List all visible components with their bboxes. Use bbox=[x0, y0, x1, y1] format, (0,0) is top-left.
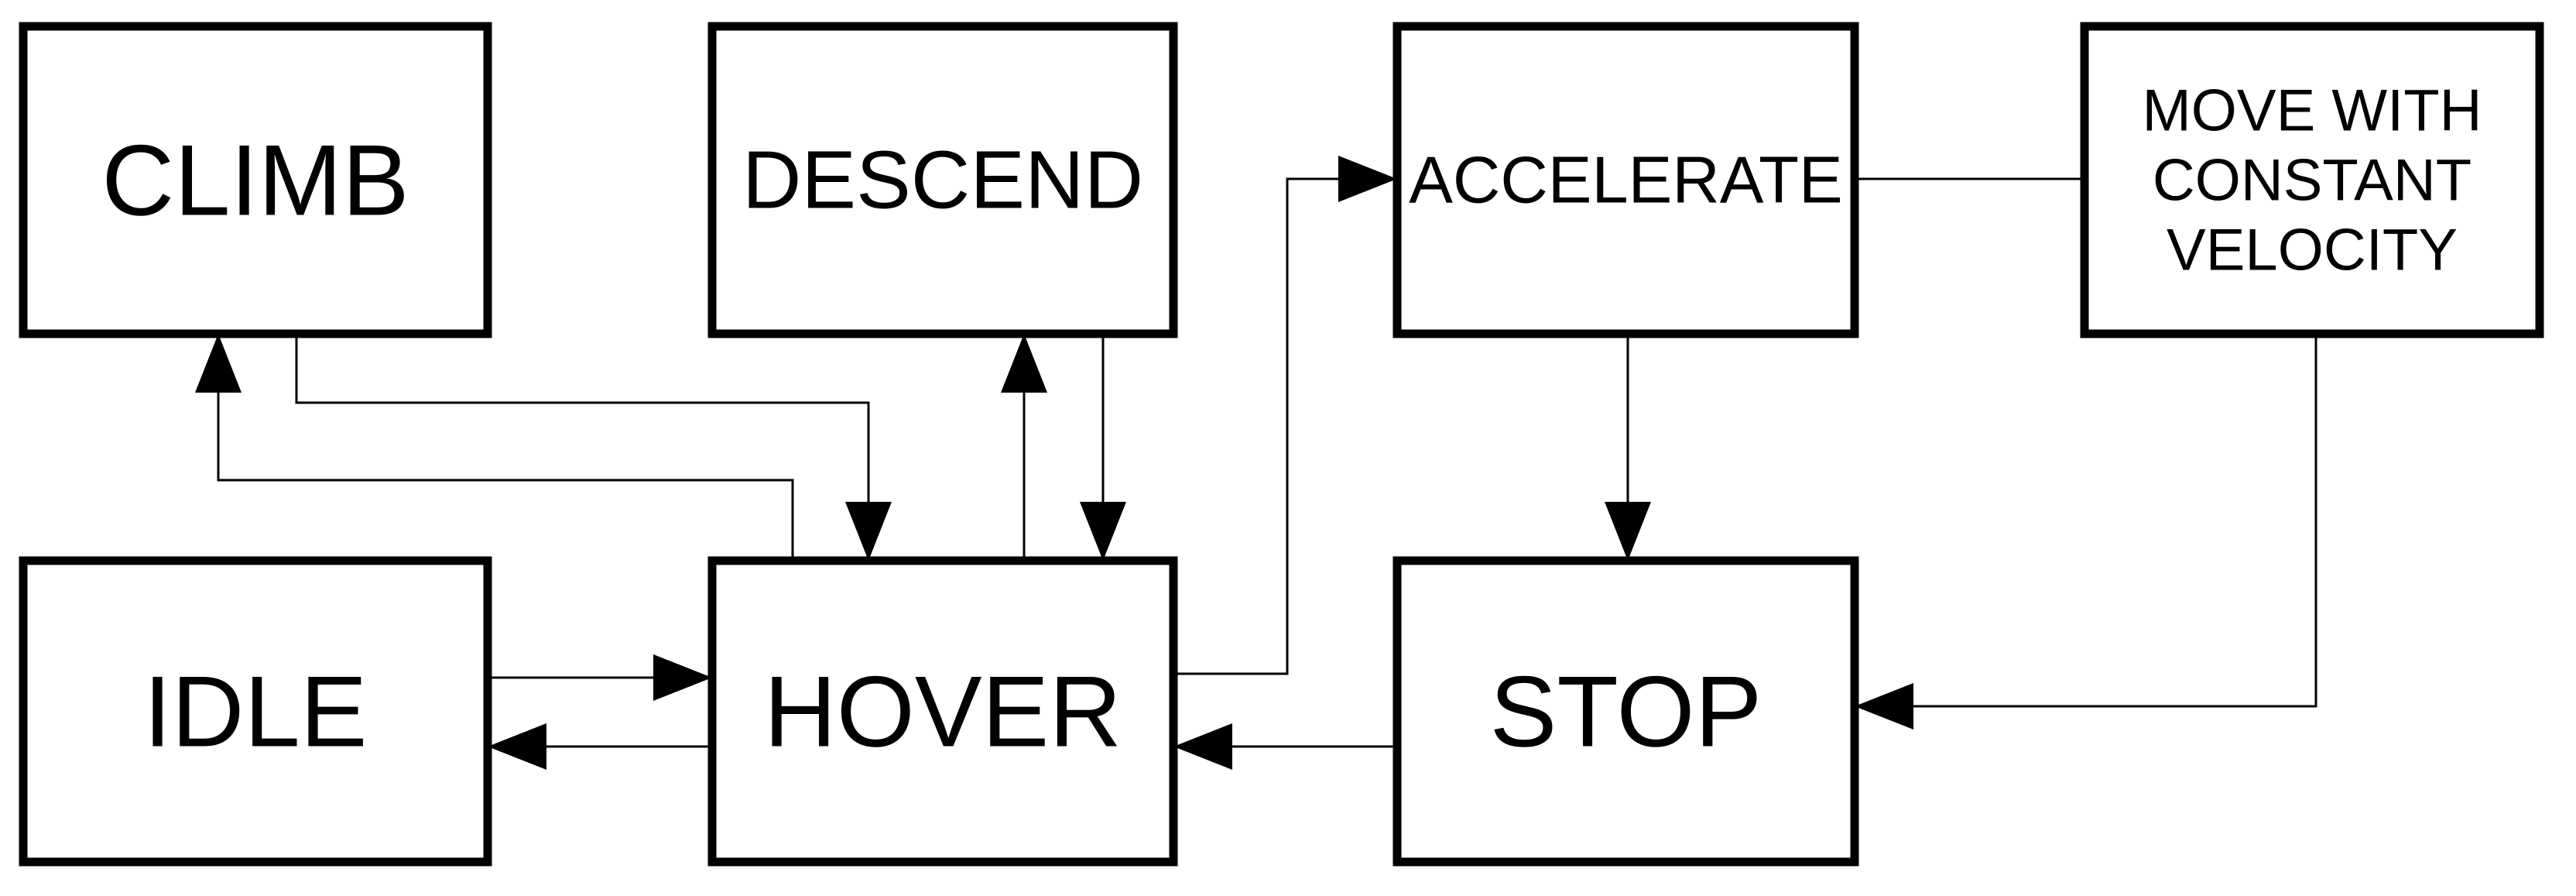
node-stop: STOP bbox=[1392, 556, 1859, 867]
node-move-with-constant-velocity-box bbox=[2080, 22, 2544, 338]
node-accelerate-label: ACCELERATE bbox=[1409, 143, 1843, 217]
node-descend: DESCEND bbox=[707, 22, 1178, 338]
node-climb: CLIMB bbox=[19, 22, 492, 338]
node-idle-box bbox=[19, 556, 492, 867]
node-idle-label: IDLE bbox=[143, 655, 367, 768]
edge-move-with-constant-velocity-to-stop-arrowhead-icon bbox=[1855, 683, 1913, 730]
node-hover-box bbox=[707, 556, 1178, 867]
node-accelerate: ACCELERATE bbox=[1392, 22, 1859, 338]
node-stop-label: STOP bbox=[1490, 655, 1762, 768]
node-climb-label: CLIMB bbox=[101, 124, 409, 237]
node-climb-box bbox=[19, 22, 492, 338]
edge-climb-to-hover-line bbox=[295, 334, 870, 506]
edge-move-with-constant-velocity-to-stop-line bbox=[1909, 334, 2317, 708]
edge-hover-to-accelerate-arrowhead-icon bbox=[1338, 156, 1397, 202]
node-hover-label: HOVER bbox=[764, 655, 1122, 768]
edge-hover-to-descend-arrowhead-icon bbox=[1001, 334, 1047, 393]
edge-climb-to-hover-arrowhead-icon bbox=[845, 502, 892, 561]
edge-accelerate-to-stop-arrowhead-icon bbox=[1605, 502, 1651, 561]
node-idle: IDLE bbox=[19, 556, 492, 867]
edge-hover-to-accelerate-line bbox=[1173, 177, 1343, 675]
edge-descend-to-hover-arrowhead-icon bbox=[1080, 502, 1126, 561]
node-hover: HOVER bbox=[707, 556, 1178, 867]
edge-hover-to-climb-arrowhead-icon bbox=[195, 334, 242, 393]
node-stop-box bbox=[1392, 556, 1859, 867]
node-descend-box bbox=[707, 22, 1178, 338]
edge-hover-to-climb-line bbox=[217, 388, 794, 561]
node-accelerate-box bbox=[1392, 22, 1859, 338]
node-descend-label: DESCEND bbox=[742, 135, 1143, 226]
edge-idle-to-hover-arrowhead-icon bbox=[653, 654, 712, 701]
edge-stop-to-hover-arrowhead-icon bbox=[1173, 723, 1232, 770]
edge-hover-to-idle-arrowhead-icon bbox=[488, 723, 546, 770]
